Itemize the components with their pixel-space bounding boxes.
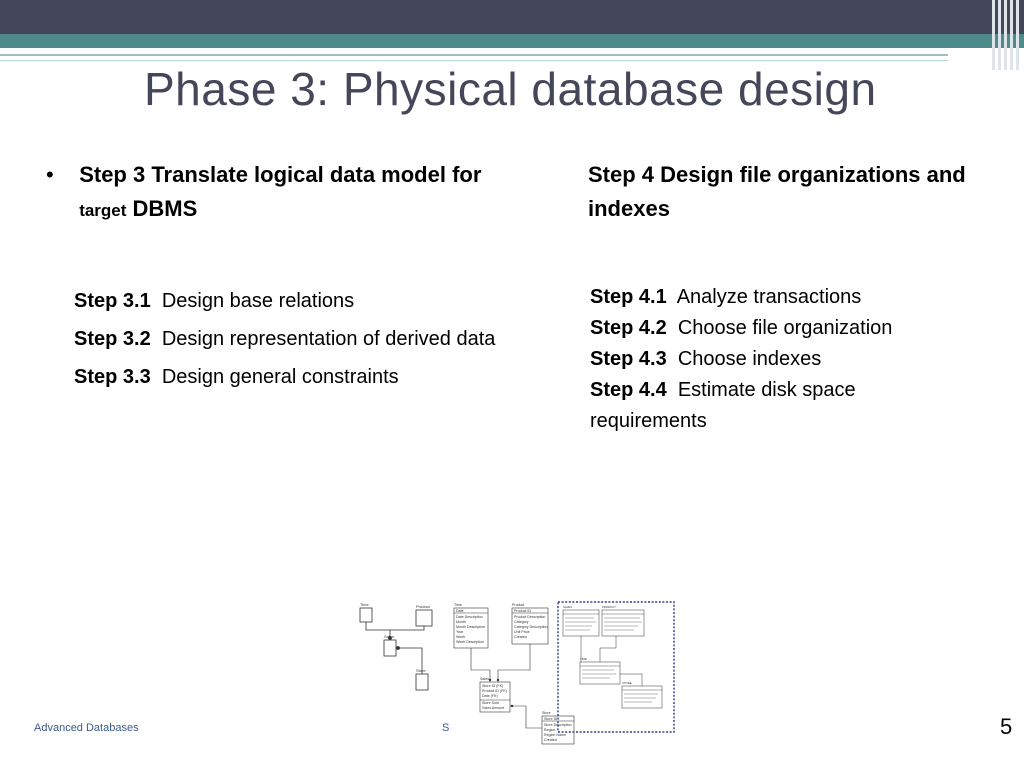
- svg-text:Sales Amount: Sales Amount: [482, 706, 504, 710]
- svg-text:Store ID: Store ID: [544, 717, 558, 721]
- substep-4-1: Step 4.1 Analyze transactions: [590, 286, 862, 308]
- l-product-title: Product: [512, 603, 524, 607]
- svg-text:Region Name: Region Name: [544, 733, 566, 737]
- conceptual-model: Time Product Sales Store: [359, 602, 433, 691]
- svg-text:Store Sold: Store Sold: [482, 701, 499, 705]
- svg-text:Unit Price: Unit Price: [514, 630, 530, 634]
- c-time-box: [359, 607, 373, 623]
- header-teal-bar: [0, 34, 1024, 48]
- svg-text:Product Description: Product Description: [514, 615, 545, 619]
- footer-center-text: S: [442, 722, 450, 734]
- svg-text:Year: Year: [456, 630, 464, 634]
- l-product-table: [511, 607, 549, 645]
- svg-text:Date: Date: [456, 609, 464, 613]
- header-rule: [0, 54, 948, 56]
- l-sales-title: Sales: [480, 677, 489, 681]
- logical-model: Time Date Date Description Month Month D…: [453, 603, 575, 745]
- right-heading: Step 4 Design file organizations and ind…: [588, 162, 966, 221]
- l-time-table: [453, 607, 489, 649]
- physical-model: SALES PRODUCT TIME STORE: [557, 601, 675, 733]
- substep-4-4: Step 4.4 Estimate disk space requirement…: [590, 379, 856, 432]
- c-dot-2: [396, 646, 400, 650]
- svg-text:Region: Region: [544, 728, 555, 732]
- c-time-label: Time: [360, 602, 370, 607]
- c-product-label: Product: [416, 604, 431, 609]
- svg-text:SALES: SALES: [563, 605, 572, 609]
- svg-text:Product ID: Product ID: [514, 609, 531, 613]
- svg-text:Week Description: Week Description: [456, 640, 484, 644]
- c-dot-1: [388, 636, 392, 640]
- substep-4-3: Step 4.3 Choose indexes: [590, 348, 822, 370]
- svg-text:Month Description: Month Description: [456, 625, 485, 629]
- svg-text:TIME: TIME: [580, 657, 587, 661]
- svg-text:Created: Created: [544, 738, 557, 742]
- svg-text:Week: Week: [456, 635, 465, 639]
- c-product-box: [415, 609, 433, 627]
- svg-text:Category Description: Category Description: [514, 625, 548, 629]
- svg-text:Category: Category: [514, 620, 529, 624]
- c-rel-time: [365, 622, 391, 640]
- left-heading-line: • Step 3 Translate logical data model fo…: [46, 158, 516, 228]
- left-substeps: Step 3.1 Design base relations Step 3.2 …: [74, 286, 524, 400]
- schema-diagram: Time Product Sales Store Time Date Date …: [359, 601, 675, 745]
- c-rel-product: [390, 626, 425, 631]
- substep-4-2: Step 4.2 Choose file organization: [590, 317, 893, 339]
- footer-course: Advanced Databases: [34, 722, 139, 734]
- right-column: Step 4 Design file organizations and ind…: [588, 158, 1008, 226]
- l-store-title: Store: [542, 711, 551, 715]
- left-heading: Step 3 Translate logical data model for …: [79, 162, 482, 221]
- decorative-stripes: [990, 0, 1024, 70]
- physical-model-border: [557, 601, 675, 733]
- l-sales-table: [479, 681, 511, 713]
- svg-text:STORE: STORE: [622, 681, 632, 685]
- svg-text:Month: Month: [456, 620, 466, 624]
- svg-text:Store ID (FK): Store ID (FK): [482, 684, 503, 688]
- svg-text:Created: Created: [514, 635, 527, 639]
- c-sales-box: [383, 639, 397, 657]
- header-dark-bar: [0, 0, 1024, 34]
- bullet-icon: •: [46, 162, 54, 187]
- l-time-title: Time: [454, 603, 462, 607]
- svg-text:Product ID (FK): Product ID (FK): [482, 689, 507, 693]
- c-store-box: [415, 673, 429, 691]
- svg-text:PRODUCT: PRODUCT: [602, 605, 616, 609]
- substep-3-2: Step 3.2 Design representation of derive…: [74, 328, 496, 350]
- right-substeps: Step 4.1 Analyze transactions Step 4.2 C…: [590, 282, 970, 437]
- left-column: • Step 3 Translate logical data model fo…: [46, 158, 516, 228]
- c-store-label: Store: [416, 668, 426, 673]
- header-rule-light: [0, 60, 948, 61]
- page-number: 5: [1000, 714, 1013, 739]
- substep-3-1: Step 3.1 Design base relations: [74, 290, 355, 312]
- substep-3-3: Step 3.3 Design general constraints: [74, 366, 399, 388]
- slide-title: Phase 3: Physical database design: [144, 63, 877, 115]
- svg-text:Date (FK): Date (FK): [482, 694, 498, 698]
- c-rel-store: [396, 647, 423, 674]
- svg-text:Date Description: Date Description: [456, 615, 483, 619]
